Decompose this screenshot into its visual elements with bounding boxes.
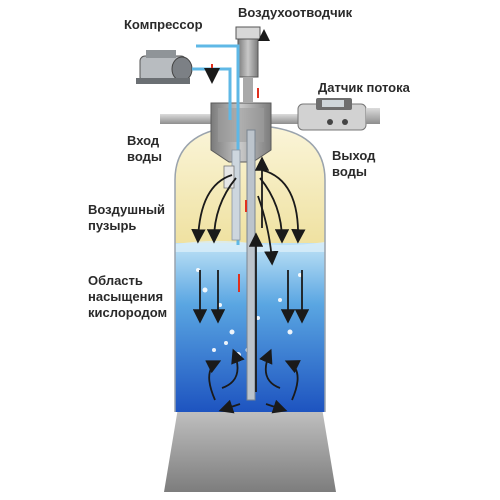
flow-sensor-icon xyxy=(297,98,380,131)
label-saturation-zone-line1: Область xyxy=(88,273,143,288)
label-flow-sensor-text: Датчик потока xyxy=(318,80,410,95)
air-vent-icon xyxy=(235,26,261,103)
label-air-bubble-line2: пузырь xyxy=(88,218,137,233)
label-saturation-zone-line2: насыщения xyxy=(88,289,164,304)
red-flow-arrow-icon xyxy=(204,64,259,292)
label-air-vent: Воздухоотводчик xyxy=(238,5,352,21)
label-compressor: Компрессор xyxy=(124,17,203,33)
label-water-inlet-line1: Вход xyxy=(127,133,160,148)
label-water-inlet-line2: воды xyxy=(127,149,162,164)
label-compressor-text: Компрессор xyxy=(124,17,203,32)
label-water-outlet: Выход воды xyxy=(332,148,375,180)
label-saturation-zone-line3: кислородом xyxy=(88,305,168,320)
tank-base xyxy=(164,408,336,492)
label-flow-sensor: Датчик потока xyxy=(318,80,410,96)
label-air-bubble: Воздушный пузырь xyxy=(88,202,165,234)
compressor-icon xyxy=(136,50,193,84)
label-water-outlet-line1: Выход xyxy=(332,148,376,163)
label-water-inlet: Вход воды xyxy=(127,133,162,165)
circulation-arrow-icon xyxy=(191,156,310,414)
label-air-bubble-line1: Воздушный xyxy=(88,202,166,217)
riser-pipe xyxy=(246,129,256,401)
label-saturation-zone: Область насыщения кислородом xyxy=(88,273,167,321)
label-water-outlet-line2: воды xyxy=(332,164,367,179)
label-air-vent-text: Воздухоотводчик xyxy=(238,5,353,20)
